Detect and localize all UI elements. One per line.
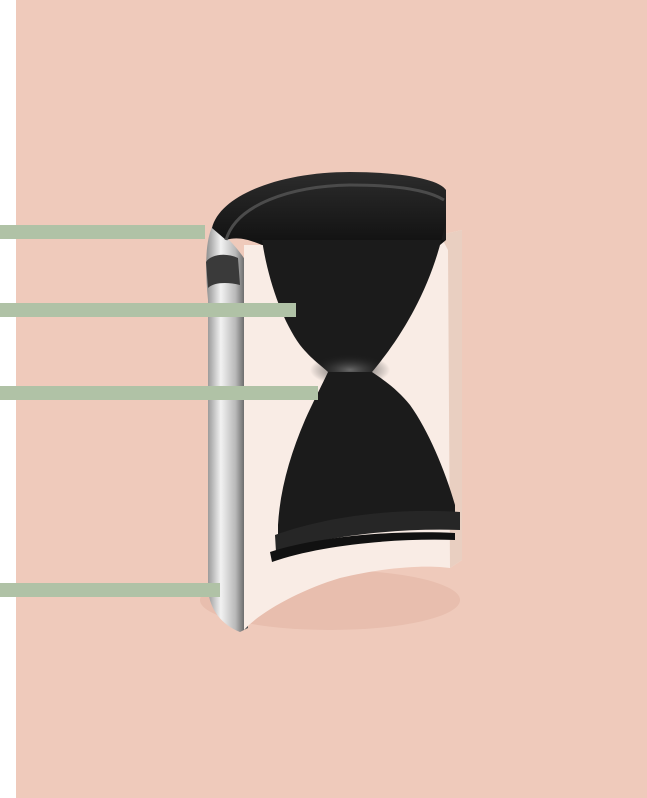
leader-line-outer-wall (0, 583, 220, 597)
wall-ring (206, 255, 240, 288)
leader-line-upper-cavity (0, 303, 296, 317)
outer-wall (206, 225, 248, 632)
leader-line-throat (0, 386, 318, 400)
leader-line-top-rim (0, 225, 205, 239)
